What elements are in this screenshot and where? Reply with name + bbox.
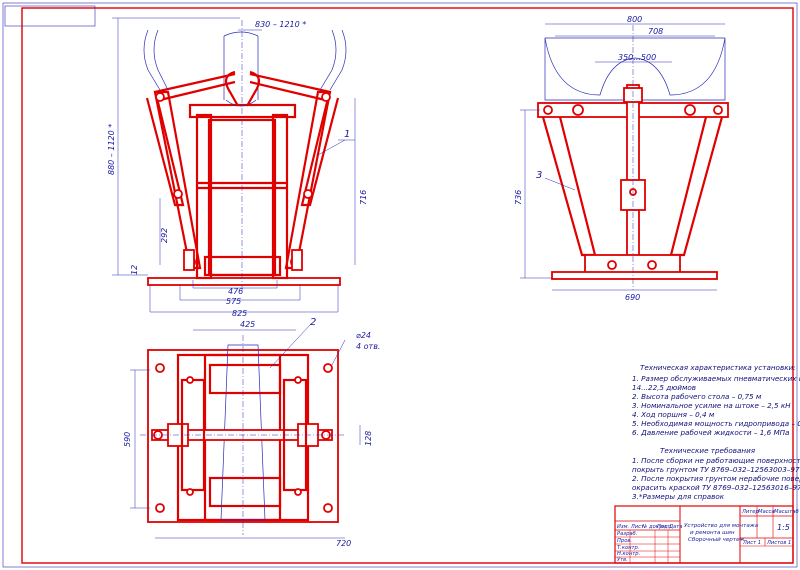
dim-128: 128 [364, 431, 373, 446]
dim-708: 708 [648, 27, 663, 36]
tb-name-line1: Устройство для монтажа [684, 523, 759, 529]
tb-col-mass: Масса [758, 509, 775, 515]
tech-spec-line: 1. Размер обслуживаемых пневматических ш… [632, 374, 800, 383]
tech-requirements: Технические требования 1. После сборки н… [632, 446, 800, 501]
tb-col-scale: Масштаб [774, 509, 799, 515]
tb-row-label: Подп. [657, 524, 673, 530]
tech-spec-line: 3. Номинальное усилие на штоке – 2,5 кН [632, 401, 791, 410]
dim-12: 12 [130, 265, 139, 275]
tech-specs: Техническая характеристика установки: 1.… [632, 363, 800, 437]
tb-row-label: Разраб. [617, 531, 637, 537]
tech-req-title: Технические требования [660, 446, 756, 455]
dim-800: 800 [627, 15, 642, 24]
dim-575: 575 [226, 297, 241, 306]
tb-row-label: Дата [668, 524, 682, 530]
dim-736: 736 [514, 190, 523, 205]
tb-sheets: Листов 1 [766, 540, 791, 546]
tb-row-label: Пров. [617, 538, 632, 544]
stamp-box [4, 5, 96, 27]
tech-spec-line: 4. Ход поршня – 0,4 м [632, 410, 715, 419]
tb-col-lit: Литер [741, 509, 759, 515]
tech-req-line: окрасить краской ТУ 8769–032–12563016–97 [632, 483, 800, 492]
dim-690: 690 [625, 293, 640, 302]
tb-sheet: Лист 1 [742, 540, 761, 546]
tb-row-label: Утв. [617, 557, 628, 563]
dim-590: 590 [123, 432, 132, 447]
tech-req-line: 1. После сборки не работающие поверхност [632, 456, 800, 465]
dim-880-1120: 880 – 1120 * [107, 124, 116, 175]
tech-spec-line: 2. Высота рабочего стола – 0,75 м [632, 392, 762, 401]
tech-spec-line: 5. Необходимая мощность гидропривода – 0 [632, 419, 800, 428]
tech-req-line: 2. После покрытия грунтом нерабочие пове… [632, 474, 800, 483]
front-view: 830 – 1210 * 880 – 1120 * 716 292 12 476… [107, 17, 368, 318]
dim-292: 292 [160, 228, 169, 243]
tech-req-line: покрыть грунтом ТУ 8769–032–12563003–97 [632, 465, 800, 474]
leader-1: 1 [344, 129, 350, 140]
tech-req-line: 3.*Размеры для справок [632, 492, 725, 501]
dim-716: 716 [359, 190, 368, 205]
tech-spec-line: 14...22,5 дюймов [632, 383, 696, 392]
hole-count: 4 отв. [356, 342, 380, 351]
plan-view: 425 590 128 720 ⌀24 4 отв. 2 [123, 317, 380, 548]
dim-476: 476 [228, 287, 243, 296]
tb-row-label: Изм. Лист [617, 524, 645, 530]
leader-2: 2 [310, 317, 316, 328]
tb-name-line2: и ремонта шин [690, 530, 735, 536]
leader-3: 3 [536, 170, 542, 181]
tb-name-line3: Сборочный чертеж [688, 537, 745, 543]
dim-425: 425 [240, 320, 255, 329]
tb-row-label: Т.контр. [617, 545, 639, 551]
dim-830-1210: 830 – 1210 * [255, 20, 306, 29]
title-block: Изм. Лист № докум. Подп. Дата Разраб. Пр… [614, 505, 799, 564]
tech-specs-title: Техническая характеристика установки: [640, 363, 796, 372]
dim-720: 720 [336, 539, 351, 548]
drawing-frame [21, 7, 794, 564]
side-view: 800 708 350...500 690 736 3 [514, 15, 729, 302]
hole-diameter: ⌀24 [356, 331, 371, 340]
tb-scale: 1:5 [777, 523, 790, 532]
dim-825: 825 [232, 309, 247, 318]
tb-row-label: № докум. [641, 524, 668, 530]
tech-spec-line: 6. Давление рабочей жидкости – 1,6 МПа [632, 428, 789, 437]
tb-row-label: Н.контр. [617, 551, 640, 557]
dim-350-500: 350...500 [618, 53, 656, 62]
